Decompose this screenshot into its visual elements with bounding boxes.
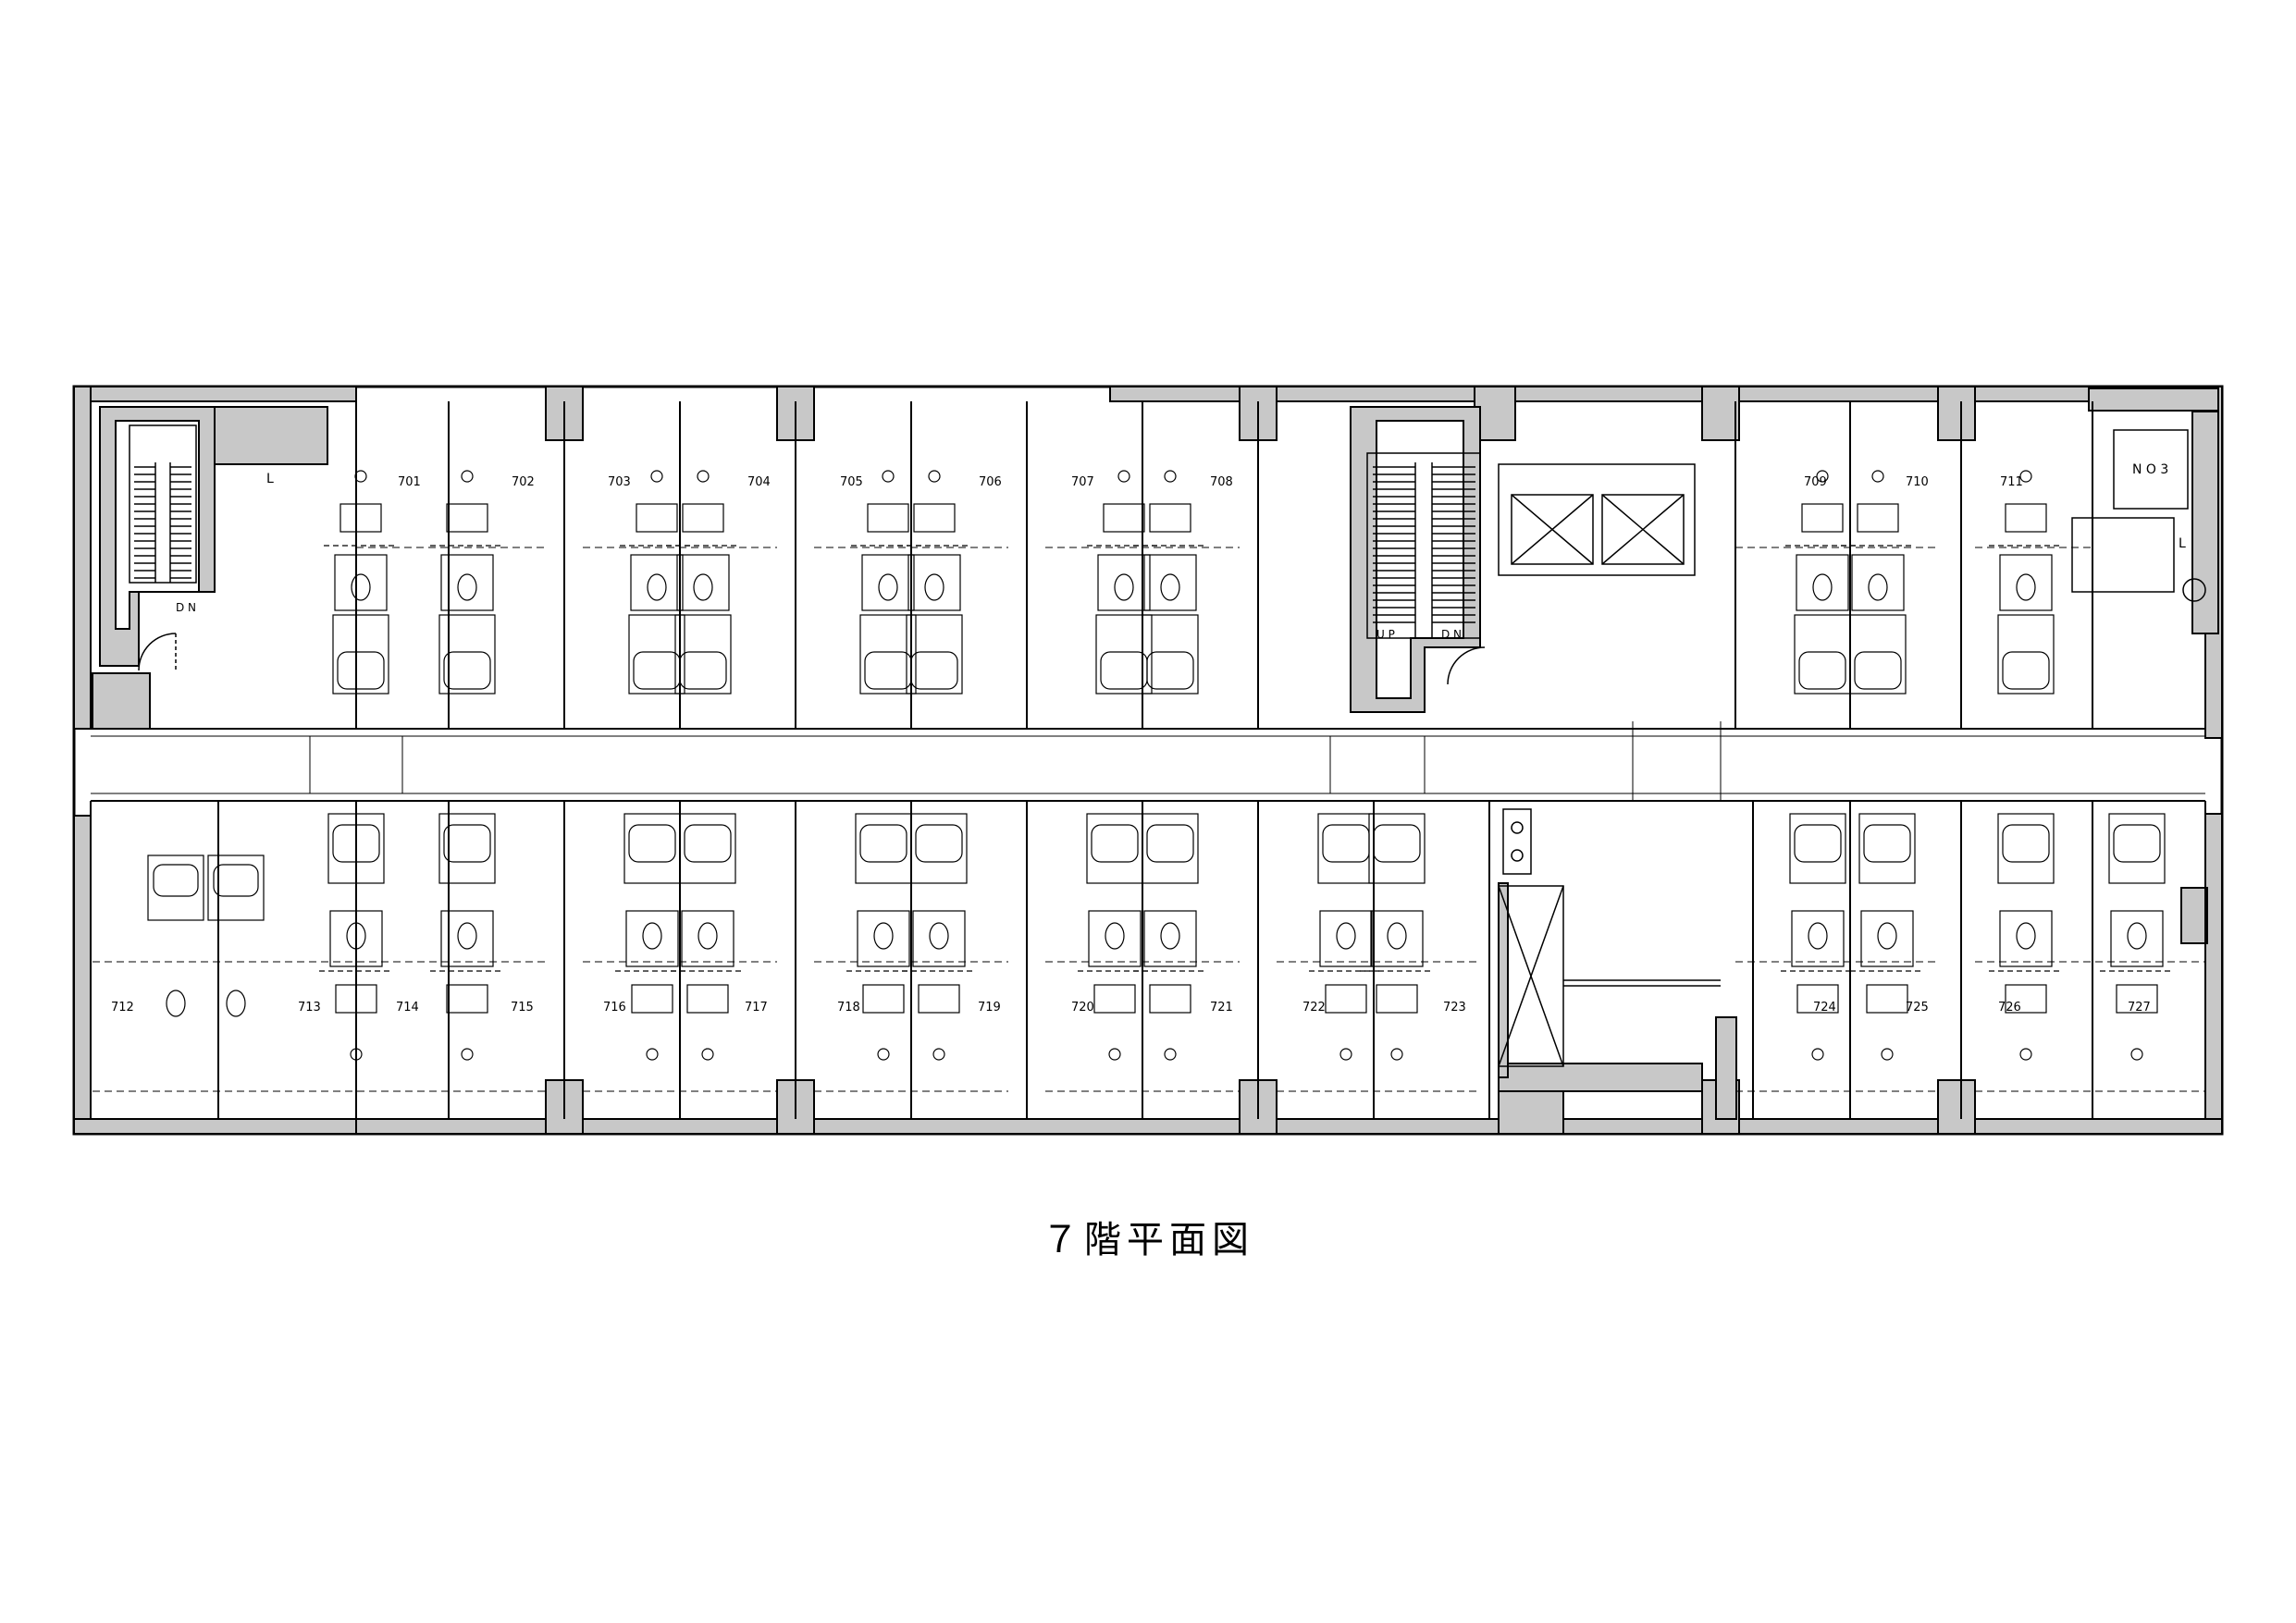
- room-label-716: 716: [603, 1001, 626, 1014]
- room-label-724: 724: [1813, 1001, 1836, 1014]
- room-label-703: 703: [608, 475, 631, 489]
- west-stair-dn-label: D N: [176, 601, 196, 614]
- center-stair: [1366, 452, 1486, 685]
- room-label-714: 714: [396, 1001, 419, 1014]
- center-stair-dn-label: D N: [1441, 628, 1462, 641]
- room-label-719: 719: [978, 1001, 1001, 1014]
- structural-walls: [73, 386, 2223, 1135]
- building-outline: [72, 385, 2224, 1136]
- room-label-712: 712: [111, 1001, 134, 1014]
- room-label-706: 706: [979, 475, 1002, 489]
- room-label-725: 725: [1906, 1001, 1929, 1014]
- corridor: [91, 721, 2205, 802]
- room-label-708: 708: [1210, 475, 1233, 489]
- room-label-705: 705: [840, 475, 863, 489]
- room-label-721: 721: [1210, 1001, 1233, 1014]
- room-label-701: 701: [398, 475, 421, 489]
- linen-label-east: L: [2179, 536, 2186, 551]
- room-label-710: 710: [1906, 475, 1929, 489]
- room-label-707: 707: [1071, 475, 1094, 489]
- room-label-720: 720: [1071, 1001, 1094, 1014]
- east-service-room: [2071, 429, 2206, 602]
- west-stair: [129, 424, 197, 671]
- room-modules: [90, 401, 2206, 1119]
- room-label-722: 722: [1302, 1001, 1326, 1014]
- room-label-718: 718: [837, 1001, 860, 1014]
- room-label-704: 704: [747, 475, 771, 489]
- elevator-core: [1498, 463, 1721, 1067]
- room-label-702: 702: [512, 475, 535, 489]
- room-label-717: 717: [745, 1001, 768, 1014]
- room-label-727: 727: [2128, 1001, 2151, 1014]
- east-room-label: N O 3: [2132, 462, 2168, 477]
- room-label-711: 711: [2000, 475, 2023, 489]
- room-label-709: 709: [1804, 475, 1827, 489]
- room-label-713: 713: [298, 1001, 321, 1014]
- drawing-title: ７階平面図: [1042, 1219, 1254, 1261]
- linen-label-west: L: [266, 472, 274, 486]
- room-label-723: 723: [1443, 1001, 1466, 1014]
- center-stair-up-label: U P: [1376, 628, 1395, 641]
- room-label-726: 726: [1998, 1001, 2021, 1014]
- room-label-715: 715: [511, 1001, 534, 1014]
